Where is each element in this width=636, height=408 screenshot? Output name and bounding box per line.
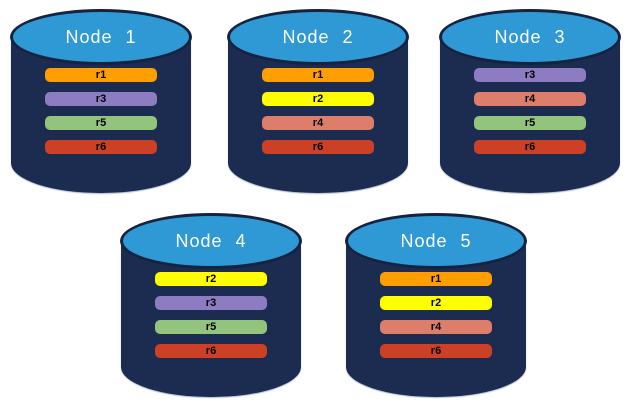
node-title: Node 1 — [65, 26, 137, 47]
cylinder-top-ellipse: Node 2 — [227, 9, 409, 65]
replica-list: r3 r4 r5 r6 — [439, 68, 621, 154]
replica-bar-r6: r6 — [474, 140, 586, 154]
replica-label: r1 — [312, 69, 324, 81]
replica-label: r4 — [312, 117, 324, 129]
replica-label: r2 — [430, 297, 442, 309]
replica-bar-r4: r4 — [474, 92, 586, 106]
node-title: Node 3 — [494, 26, 566, 47]
replica-bar-r1: r1 — [380, 272, 492, 286]
replica-label: r4 — [430, 321, 442, 333]
replica-bar-r3: r3 — [155, 296, 267, 310]
cylinder-top-ellipse: Node 5 — [345, 213, 527, 269]
replica-list: r2 r3 r5 r6 — [120, 272, 302, 358]
replica-label: r6 — [205, 345, 217, 357]
replica-label: r6 — [95, 141, 107, 153]
replica-label: r3 — [95, 93, 107, 105]
replica-label: r2 — [312, 93, 324, 105]
node-title: Node 5 — [400, 230, 472, 251]
replica-bar-r5: r5 — [474, 116, 586, 130]
cylinder-top-ellipse: Node 4 — [120, 213, 302, 269]
replica-label: r3 — [524, 69, 536, 81]
replica-bar-r6: r6 — [45, 140, 157, 154]
replica-label: r6 — [524, 141, 536, 153]
cylinder-top-ellipse: Node 1 — [10, 9, 192, 65]
replica-bar-r3: r3 — [45, 92, 157, 106]
replica-label: r6 — [430, 345, 442, 357]
replica-bar-r2: r2 — [262, 92, 374, 106]
replica-list: r1 r2 r4 r6 — [227, 68, 409, 154]
replica-bar-r6: r6 — [262, 140, 374, 154]
replica-label: r5 — [95, 117, 107, 129]
replica-bar-r5: r5 — [155, 320, 267, 334]
replica-bar-r6: r6 — [155, 344, 267, 358]
replica-bar-r1: r1 — [262, 68, 374, 82]
replica-list: r1 r2 r4 r6 — [345, 272, 527, 358]
replica-label: r2 — [205, 273, 217, 285]
node-title: Node 2 — [282, 26, 354, 47]
replica-label: r1 — [95, 69, 107, 81]
replica-list: r1 r3 r5 r6 — [10, 68, 192, 154]
replica-label: r5 — [205, 321, 217, 333]
node-title: Node 4 — [175, 230, 247, 251]
node-cylinder-5: Node 5 r1 r2 r4 r6 — [345, 213, 527, 397]
replica-bar-r4: r4 — [380, 320, 492, 334]
replica-bar-r6: r6 — [380, 344, 492, 358]
replica-label: r6 — [312, 141, 324, 153]
node-cylinder-1: Node 1 r1 r3 r5 r6 — [10, 9, 192, 193]
replica-bar-r1: r1 — [45, 68, 157, 82]
replica-label: r1 — [430, 273, 442, 285]
replica-label: r5 — [524, 117, 536, 129]
replica-label: r3 — [205, 297, 217, 309]
replica-bar-r5: r5 — [45, 116, 157, 130]
node-cylinder-2: Node 2 r1 r2 r4 r6 — [227, 9, 409, 193]
replica-bar-r3: r3 — [474, 68, 586, 82]
node-cylinder-3: Node 3 r3 r4 r5 r6 — [439, 9, 621, 193]
node-cylinder-4: Node 4 r2 r3 r5 r6 — [120, 213, 302, 397]
cylinder-top-ellipse: Node 3 — [439, 9, 621, 65]
replica-bar-r2: r2 — [155, 272, 267, 286]
replica-bar-r2: r2 — [380, 296, 492, 310]
replica-label: r4 — [524, 93, 536, 105]
replica-bar-r4: r4 — [262, 116, 374, 130]
